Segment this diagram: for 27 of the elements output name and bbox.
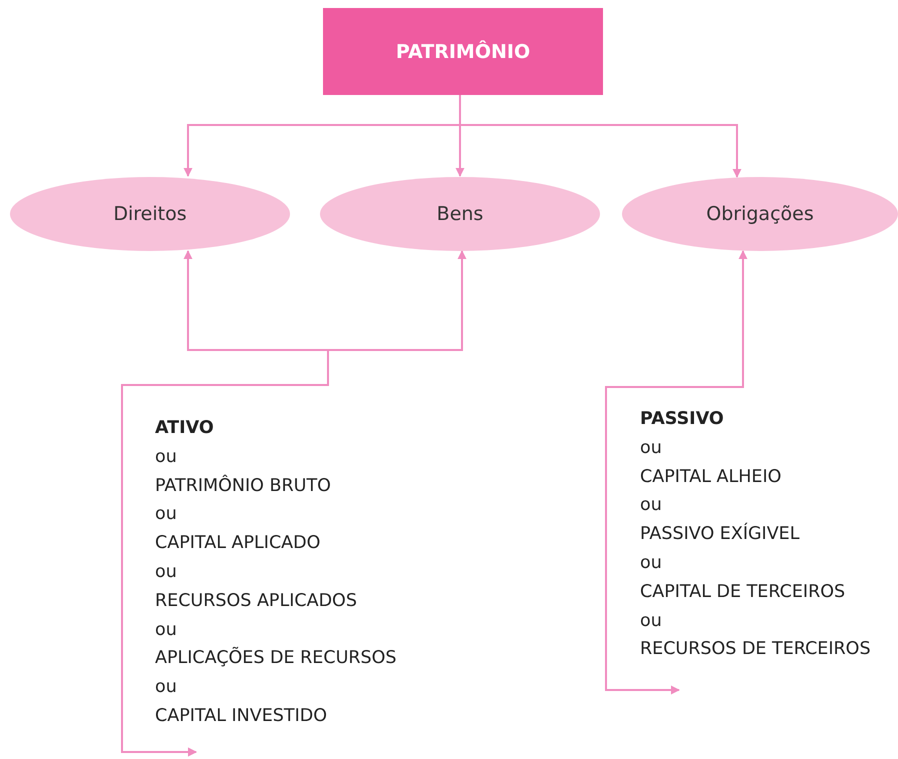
connector-word: ou: [640, 494, 662, 518]
connector-word: ou: [155, 446, 177, 469]
term-text: RECURSOS APLICADOS: [155, 590, 357, 613]
connector-word: ou: [155, 618, 177, 642]
category-label: Bens: [436, 203, 484, 225]
term-text: CAPITAL DE TERCEIROS: [640, 580, 846, 604]
connector-arrow: [459, 95, 742, 178]
group-heading: ATIVO: [155, 417, 214, 440]
category-label: Obrigações: [706, 203, 814, 225]
connector-arrow: [121, 250, 466, 756]
term-text: RECURSOS DE TERCEIROS: [640, 638, 871, 662]
title-box: PATRIMÔNIO: [323, 8, 603, 95]
category-label: Direitos: [113, 203, 187, 225]
connector-arrow: [605, 250, 748, 694]
connector-word: ou: [640, 552, 662, 575]
term-text: CAPITAL APLICADO: [155, 532, 320, 556]
connector-word: ou: [155, 676, 177, 700]
term-text: PASSIVO EXÍGIVEL: [640, 522, 800, 546]
connector-word: ou: [640, 436, 662, 460]
term-text: APLICAÇÕES DE RECURSOS: [155, 646, 397, 670]
connector-word: ou: [155, 560, 177, 584]
group-heading: PASSIVO: [640, 408, 724, 431]
term-text: CAPITAL INVESTIDO: [155, 704, 328, 728]
term-text: CAPITAL ALHEIO: [640, 466, 782, 489]
connector-word: ou: [640, 610, 662, 633]
connector-word: ou: [155, 503, 177, 526]
term-text: PATRIMÔNIO BRUTO: [155, 474, 331, 498]
